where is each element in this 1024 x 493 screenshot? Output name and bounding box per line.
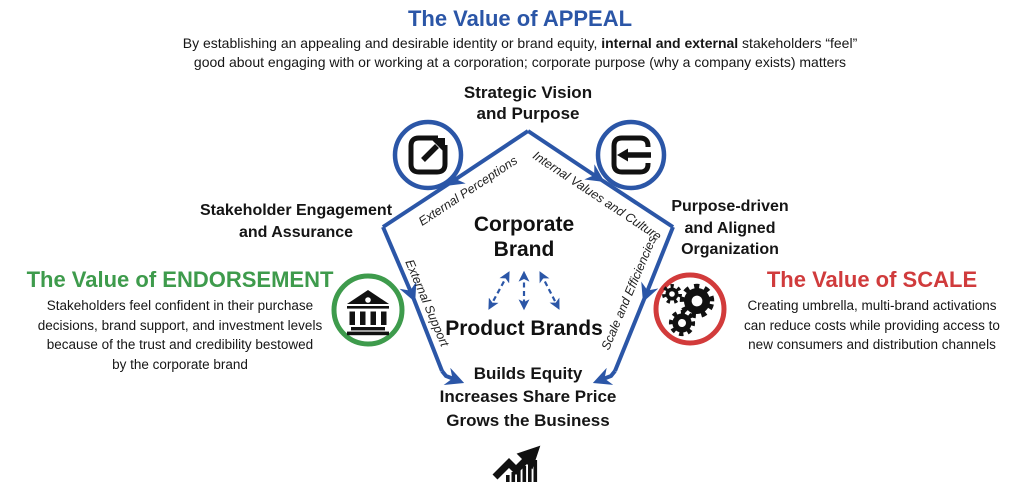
brand-link-left xyxy=(488,271,510,310)
node-product-brands: Product Brands xyxy=(445,317,603,340)
edge-top-left-flow xyxy=(445,129,530,187)
scale-title: The Value of SCALE xyxy=(766,267,978,292)
endorsement-title: The Value of ENDORSEMENT xyxy=(26,267,334,292)
edge-bottom-left-end xyxy=(440,367,465,385)
appeal-desc-pre: By establishing an appealing and desirab… xyxy=(182,35,602,51)
export-arrow-icon xyxy=(408,135,448,175)
scale-description: Creating umbrella, multi-brand activatio… xyxy=(744,298,1000,353)
brand-link-right xyxy=(539,271,560,310)
import-circle xyxy=(595,119,667,191)
node-outcomes: Builds Equity Increases Share Price Grow… xyxy=(439,364,617,430)
edge-bottom-right-flow xyxy=(641,226,675,303)
bank-icon xyxy=(347,290,389,336)
brand-link-arrows xyxy=(488,270,560,311)
edge-bottom-right-end xyxy=(592,367,617,385)
node-stakeholder-engagement: Stakeholder Engagement and Assurance xyxy=(199,202,393,241)
node-purpose-driven: Purpose-driven and Aligned Organization xyxy=(671,198,789,259)
appeal-desc-bold: internal and external xyxy=(601,35,739,51)
pentagon-outline xyxy=(381,129,675,385)
appeal-title: The Value of APPEAL xyxy=(407,6,633,31)
node-corporate-brand: Corporate Brand xyxy=(473,213,575,262)
import-arrow-icon xyxy=(611,135,651,175)
export-circle xyxy=(392,119,464,191)
endorsement-description: Stakeholders feel confident in their pur… xyxy=(37,298,323,373)
endorsement-circle xyxy=(331,273,405,347)
edge-top-right xyxy=(598,177,675,229)
scale-circle xyxy=(653,272,727,346)
appeal-desc-post: stakeholders “feel” good about engaging … xyxy=(193,35,858,71)
edge-top-left xyxy=(381,181,452,229)
edge-bottom-right xyxy=(613,296,647,372)
edge-bottom-left xyxy=(411,296,444,372)
node-strategic-vision: Strategic Vision and Purpose xyxy=(463,83,593,123)
edge-top-right-flow xyxy=(526,129,605,183)
appeal-description: By establishing an appealing and desirab… xyxy=(125,34,915,73)
edge-bottom-left-flow xyxy=(381,226,417,303)
growth-chart-icon xyxy=(492,445,541,482)
